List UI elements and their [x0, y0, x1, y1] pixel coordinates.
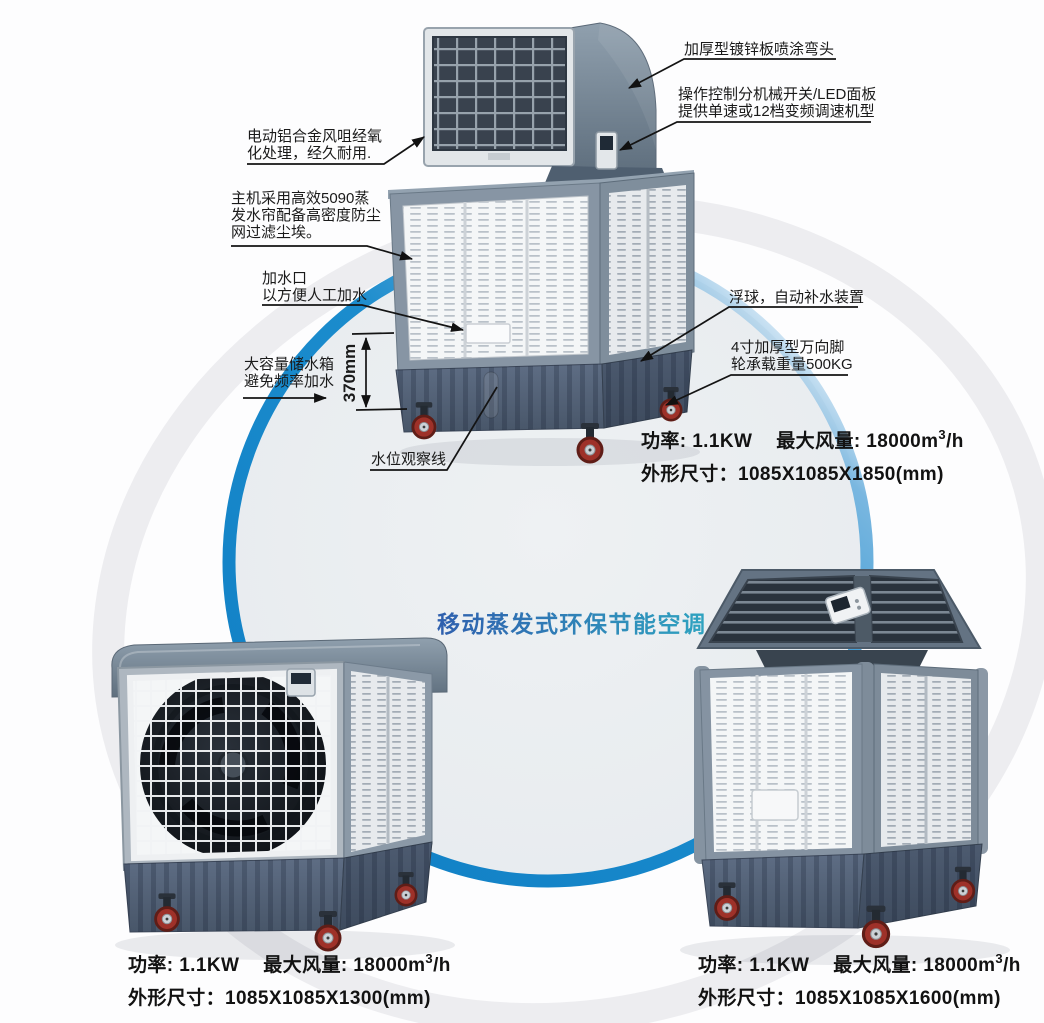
spec-airflow-unit: /h: [946, 431, 964, 452]
spec-top-right-dimensions: 外形尺寸：1085X1085X1850(mm): [641, 464, 944, 485]
leader-elbow: [628, 58, 836, 89]
spec-airflow-sup: 3: [425, 950, 434, 966]
page-title: 移动蒸发式环保节能空调: [437, 611, 707, 637]
leader-water-level: [370, 386, 498, 471]
leader-pads: [231, 245, 414, 261]
label-water-level-text: 水位观察线: [371, 451, 447, 468]
spec-bottom-left-dimensions: 外形尺寸：1085X1085X1300(mm): [128, 988, 431, 1009]
label-elbow: 加厚型镀锌板喷涂弯头: [684, 41, 834, 58]
label-water-inlet: 加水口 以方便人工加水: [262, 270, 367, 304]
leader-float: [640, 306, 858, 362]
spec-power: 功率: 1.1KW: [128, 955, 240, 976]
cooler-top-discharge-illustration: [680, 569, 1010, 965]
label-pads-line2: 发水帘配备高密度防尘: [231, 207, 382, 224]
leader-caster: [665, 374, 848, 406]
spec-bottom-right-line1: 功率: 1.1KW 最大风量: 18000m3/h: [698, 950, 1021, 977]
spec-airflow-sup: 3: [938, 426, 947, 442]
spec-bottom-right-dimensions: 外形尺寸：1085X1085X1600(mm): [698, 988, 1001, 1009]
spec-bottom-left-line1: 功率: 1.1KW 最大风量: 18000m3/h: [128, 950, 451, 977]
label-water-level-line: 水位观察线: [371, 451, 446, 468]
label-nozzle-line1: 电动铝合金风咀经氧: [247, 128, 383, 145]
spec-bottom-left: 功率: 1.1KW 最大风量: 18000m3/h 外形尺寸：1085X1085X…: [128, 950, 451, 1010]
leader-control: [619, 121, 871, 151]
label-inlet-line1: 加水口: [262, 270, 308, 287]
leader-inlet: [262, 304, 465, 332]
label-float-valve: 浮球，自动补水装置: [729, 289, 864, 306]
label-tank-line1: 大容量储水箱: [244, 356, 335, 373]
cooler-fan-front-illustration: [111, 637, 455, 960]
label-control-line1: 操作控制分机械开关/LED面板: [678, 86, 877, 103]
spec-top-right: 功率: 1.1KW 最大风量: 18000m3/h 外形尺寸：1085X1085X…: [641, 426, 964, 486]
label-cooling-pads: 主机采用高效5090蒸 发水帘配备高密度防尘 网过滤尘埃。: [231, 190, 381, 241]
dimension-370mm: [351, 332, 408, 411]
label-caster: 4寸加厚型万向脚 轮承载重量500KG: [731, 339, 853, 373]
callout-lines: [231, 58, 871, 471]
label-water-tank: 大容量储水箱 避免频率加水: [244, 356, 334, 390]
spec-airflow-sup: 3: [995, 950, 1004, 966]
spec-airflow-unit: /h: [1003, 955, 1021, 976]
leader-nozzle: [247, 136, 425, 165]
label-control-line2: 提供单速或12档变频调速机型: [678, 103, 875, 120]
label-nozzle-line2: 化处理，经久耐用.: [247, 145, 372, 162]
spec-power: 功率: 1.1KW: [698, 955, 810, 976]
spec-airflow-unit: /h: [433, 955, 451, 976]
label-pads-line1: 主机采用高效5090蒸: [231, 190, 370, 207]
spec-top-right-line1: 功率: 1.1KW 最大风量: 18000m3/h: [641, 426, 964, 453]
label-height-370mm: 370mm: [340, 343, 359, 403]
label-air-nozzle: 电动铝合金风咀经氧 化处理，经久耐用.: [247, 128, 382, 162]
spec-airflow: 最大风量: 18000m: [833, 955, 996, 976]
label-float-line1: 浮球，自动补水装置: [729, 289, 865, 306]
spec-airflow: 最大风量: 18000m: [776, 431, 939, 452]
label-inlet-line2: 以方便人工加水: [262, 287, 368, 304]
label-control-panel: 操作控制分机械开关/LED面板 提供单速或12档变频调速机型: [678, 86, 876, 120]
cooler-elbow-discharge-illustration: [388, 22, 700, 466]
spec-airflow: 最大风量: 18000m: [263, 955, 426, 976]
spec-power: 功率: 1.1KW: [641, 431, 753, 452]
label-caster-line1: 4寸加厚型万向脚: [731, 339, 845, 356]
label-tank-line2: 避免频率加水: [244, 373, 335, 390]
spec-bottom-right: 功率: 1.1KW 最大风量: 18000m3/h 外形尺寸：1085X1085X…: [698, 950, 1021, 1010]
label-caster-line2: 轮承载重量500KG: [731, 356, 853, 373]
remote-control: [824, 586, 871, 625]
label-pads-line3: 网过滤尘埃。: [231, 224, 322, 241]
label-elbow-line1: 加厚型镀锌板喷涂弯头: [684, 41, 835, 58]
